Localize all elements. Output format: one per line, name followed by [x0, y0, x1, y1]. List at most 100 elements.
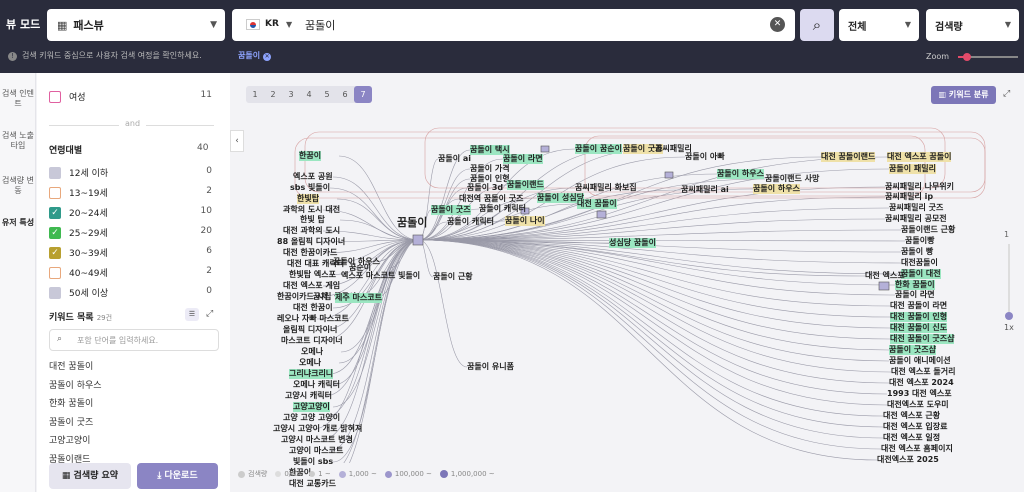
- graph-node[interactable]: 꿈씨패밀리 ip: [885, 192, 934, 201]
- graph-node[interactable]: 꿈돌이랜드 사망: [765, 174, 820, 183]
- graph-node[interactable]: 꿈돌이 근황: [433, 272, 473, 281]
- checkbox[interactable]: [49, 186, 61, 199]
- graph-node-marker[interactable]: [878, 281, 890, 291]
- graph-node[interactable]: 대전 엑스포 홈페이지: [881, 444, 953, 453]
- nav-item-volume[interactable]: 검색량 변동: [2, 176, 34, 195]
- graph-node[interactable]: 꿈돌이 인형: [470, 174, 510, 183]
- graph-node[interactable]: 꿈돌이: [397, 216, 428, 229]
- graph-node[interactable]: 대전역 꿈돌이 굿즈: [459, 194, 524, 203]
- keyword-list-item[interactable]: 고양고양이: [49, 436, 91, 446]
- keyword-list-item[interactable]: 꿈돌이랜드: [49, 454, 91, 465]
- volume-summary-button[interactable]: ▦ 검색량 요약: [49, 463, 131, 489]
- graph-node[interactable]: 꿈돌이 굿즈샵: [889, 345, 936, 355]
- graph-node[interactable]: 꿈돌이랜드 근황: [901, 225, 956, 234]
- search-input[interactable]: 꿈돌이: [305, 19, 336, 32]
- checkbox[interactable]: [49, 90, 61, 103]
- graph-node[interactable]: 꿈돌이랜드: [507, 180, 544, 190]
- keyword-list-item[interactable]: 대전 꿈돌이: [49, 362, 94, 372]
- graph-node-marker[interactable]: [596, 210, 607, 219]
- close-icon[interactable]: ✕: [263, 53, 272, 61]
- graph-node[interactable]: 대전 엑스포 돌거리: [891, 367, 956, 376]
- page-tab[interactable]: 7: [354, 86, 372, 103]
- gender-row[interactable]: 여성 11: [49, 90, 224, 103]
- graph-node[interactable]: 엑스포 마스코트 빛돌이: [341, 271, 421, 280]
- graph-node[interactable]: 꿈순이: [349, 263, 372, 272]
- graph-node[interactable]: 꿈돌이 하우스: [717, 169, 764, 179]
- graph-node[interactable]: 대전 한꿈이카드: [283, 248, 338, 257]
- graph-node[interactable]: 꿈돌이 ai: [438, 154, 472, 163]
- download-button[interactable]: ⤓ 다운로드: [137, 463, 218, 489]
- graph-node[interactable]: 꿈돌이 꿈순이: [575, 144, 622, 154]
- sort-dropdown[interactable]: 검색량 ▼: [926, 9, 1019, 41]
- graph-node-marker[interactable]: [664, 171, 674, 179]
- page-tab[interactable]: 3: [288, 90, 294, 99]
- graph-node[interactable]: 한화 꿈돌이: [895, 280, 935, 290]
- graph-node[interactable]: 고양 고양 고양이: [283, 413, 341, 422]
- graph-node[interactable]: sbs 빛돌이: [290, 183, 331, 192]
- graph-node[interactable]: 꿈돌이 하우스: [753, 184, 800, 194]
- graph-node[interactable]: 그리냐크리니: [289, 369, 334, 379]
- graph-node[interactable]: 대전 엑스포 꿈돌이: [887, 152, 952, 162]
- keyword-chip[interactable]: 꿈돌이✕: [238, 50, 272, 61]
- graph-node[interactable]: 대전엑스포 도우미: [887, 400, 949, 409]
- graph-node[interactable]: 꿈씨패밀리 ai: [681, 185, 729, 194]
- graph-node[interactable]: 꿈돌이 캐릭터: [479, 204, 526, 213]
- graph-node[interactable]: 대전 꿈돌이 신도: [890, 323, 948, 333]
- graph-node[interactable]: 꿈돌이 라면: [895, 290, 935, 299]
- graph-node[interactable]: 오메나: [301, 347, 324, 356]
- keyword-list-item[interactable]: 한화 꿈돌이: [49, 399, 94, 409]
- graph-node[interactable]: 과학의 도시 대전: [283, 205, 341, 214]
- graph-node[interactable]: 대전 꿈돌이 인형: [890, 312, 948, 322]
- graph-node[interactable]: 대전 한꿈이: [293, 303, 333, 312]
- checkbox[interactable]: [49, 286, 61, 299]
- graph-node[interactable]: 한꿈이: [299, 151, 322, 161]
- graph-node[interactable]: 마스코트 디자이너: [281, 336, 343, 345]
- graph-node[interactable]: 대전 엑스포 2024: [889, 378, 954, 387]
- graph-node[interactable]: 꿈씨패밀리 공모전: [885, 214, 947, 223]
- search-bar[interactable]: KR ▼ 꿈돌이 ✕: [232, 9, 795, 41]
- graph-node[interactable]: 대전꿈돌이: [901, 258, 938, 267]
- graph-node[interactable]: 대전 엑스포 근황: [883, 411, 941, 420]
- graph-node-marker[interactable]: [412, 234, 424, 246]
- graph-node[interactable]: 꿈돌이 택시: [470, 145, 510, 155]
- page-tab[interactable]: 6: [342, 90, 348, 99]
- graph-node[interactable]: 한꿈이카드 시립 꿈돌이: [277, 292, 357, 301]
- graph-node[interactable]: 엑스포 공원: [293, 172, 333, 181]
- keyword-list-item[interactable]: 꿈돌이 굿즈: [49, 417, 94, 428]
- graph-node[interactable]: 성심당 꿈돌이: [609, 238, 656, 248]
- graph-node[interactable]: 고양시 마스코트 변경: [281, 435, 353, 444]
- graph-node[interactable]: 오메나 캐릭터: [293, 380, 340, 389]
- graph-node[interactable]: 꿈돌이 하우스: [333, 257, 380, 266]
- graph-node[interactable]: 꿈돌이 아빠: [685, 152, 725, 161]
- graph-node[interactable]: 꿈돌이 가격: [470, 164, 510, 173]
- graph-node-marker[interactable]: [540, 145, 550, 153]
- graph-node[interactable]: 꿈돌이 캐릭터: [447, 217, 494, 226]
- graph-node[interactable]: 꿈돌이 라면: [503, 154, 543, 164]
- graph-node[interactable]: 꿈돌이 대전: [901, 269, 941, 279]
- expand-icon[interactable]: ⤢: [206, 309, 214, 319]
- page-tab[interactable]: 4: [306, 90, 312, 99]
- graph-node[interactable]: 꿈치: [313, 292, 328, 301]
- graph-node[interactable]: 고양시 고양이 개로 밝혀져: [273, 424, 363, 433]
- checkbox[interactable]: ✓: [49, 226, 61, 239]
- page-tab[interactable]: 1: [252, 90, 258, 99]
- graph-node[interactable]: 대전 엑스포: [865, 271, 905, 280]
- checkbox[interactable]: ✓: [49, 206, 61, 219]
- checkbox[interactable]: ✓: [49, 246, 61, 259]
- graph-node[interactable]: 대전 꿈돌이 굿즈샵: [890, 334, 955, 344]
- graph-node[interactable]: 고양시 캐릭터: [285, 391, 332, 400]
- graph-node[interactable]: 올림픽 디자이너: [283, 325, 338, 334]
- graph-node[interactable]: 제주 마스코트: [335, 293, 382, 303]
- graph-node[interactable]: 대전 과학의 도시: [283, 226, 341, 235]
- graph-node[interactable]: 꿈돌이 빵: [901, 247, 934, 256]
- graph-node[interactable]: 대전 엑스포 일정: [883, 433, 941, 442]
- graph-node[interactable]: 대전 대표 캐릭터: [287, 259, 345, 268]
- nav-item-intent[interactable]: 검색 인텐트: [2, 89, 34, 108]
- graph-node[interactable]: 한빛 탑: [300, 215, 325, 224]
- graph-node[interactable]: 오메나: [299, 358, 322, 367]
- nav-item-user[interactable]: 유저 특성: [1, 218, 35, 227]
- zoom-slider[interactable]: [958, 53, 1018, 61]
